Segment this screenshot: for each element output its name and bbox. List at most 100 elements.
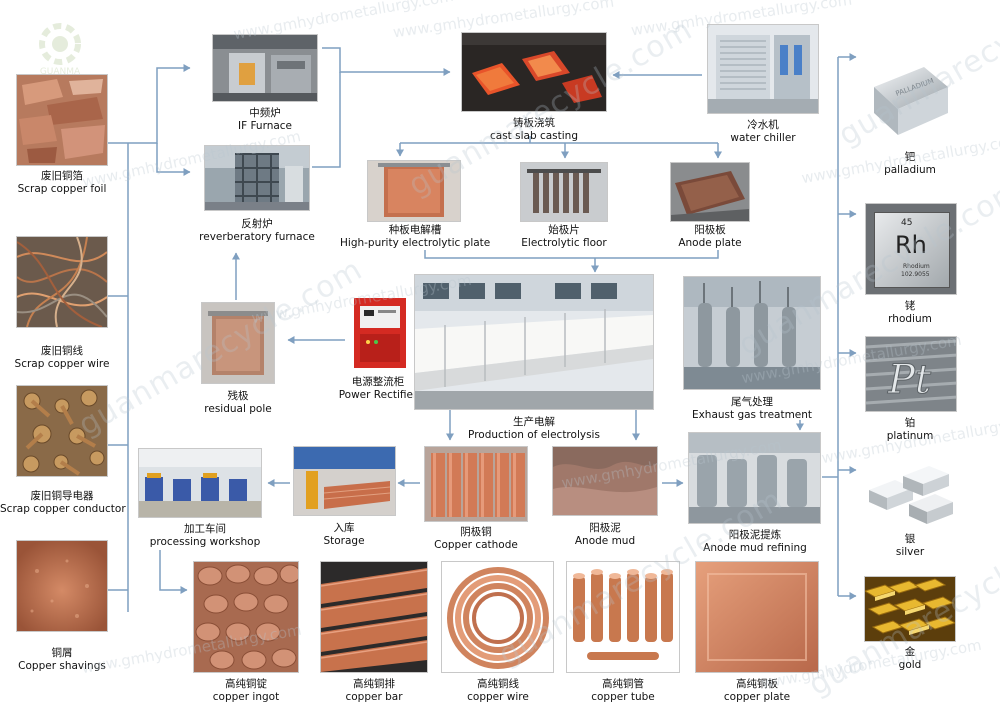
copper-tube-image	[566, 561, 680, 673]
label-zh: 始极片	[548, 224, 580, 236]
label-zh: 入库	[333, 522, 355, 534]
reverb-to-casting	[312, 72, 341, 168]
label-en: Anode plate	[678, 237, 742, 249]
label-zh: 尾气处理	[731, 396, 773, 408]
label-en: Anode mud refining	[703, 542, 807, 554]
label-en: rhodium	[888, 313, 932, 325]
label-en: copper tube	[591, 691, 655, 703]
label-zh: 铑	[904, 300, 916, 312]
label-en: water chiller	[730, 132, 796, 144]
copper-ingot-image	[193, 561, 299, 673]
label-zh: 铂	[904, 417, 916, 429]
processing-workshop-image	[138, 448, 262, 518]
storage-image	[293, 446, 396, 516]
rhodium-name: Rhodium	[903, 263, 930, 270]
anode-mud-refining-image	[688, 432, 821, 524]
label-zh: 高纯铜板	[736, 678, 778, 690]
scrap-copper-foil-image	[16, 74, 108, 166]
scrap-copper-wire-image	[16, 236, 108, 328]
residual-pole-image	[201, 302, 275, 384]
anode-plate-image	[670, 162, 750, 222]
platinum-image: Pt	[865, 336, 957, 412]
casting-split	[400, 136, 718, 156]
label-en: IF Furnace	[237, 120, 293, 132]
label-en: Exhaust gas treatment	[691, 409, 813, 421]
bus-to-if-furnace	[128, 64, 191, 144]
label-zh: 阴极铜	[460, 526, 492, 538]
silver-image	[865, 456, 957, 532]
rhodium-mass: 102.9055	[901, 271, 930, 278]
logo-text: GUANMA	[40, 67, 81, 76]
raw-material-bus	[107, 142, 129, 612]
copper-cathode-image	[424, 446, 528, 522]
starter-sheet-image	[520, 162, 608, 222]
label-en: Power Rectifier	[338, 389, 418, 401]
label-en: copper bar	[345, 691, 403, 703]
label-en: Scrap copper wire	[14, 358, 110, 370]
label-zh: 银	[904, 533, 916, 545]
label-zh: 种板电解槽	[388, 224, 442, 236]
water-chiller-image	[707, 24, 819, 114]
label-en: High-purity electrolytic plate	[340, 237, 491, 249]
exhaust-gas-image	[683, 276, 821, 390]
label-en: Copper shavings	[18, 660, 106, 672]
label-zh: 反射炉	[241, 218, 273, 230]
label-en: palladium	[884, 164, 936, 176]
rhodium-image: 45 Rh Rhodium 102.9055	[865, 203, 957, 295]
label-en: Production of electrolysis	[468, 429, 600, 441]
label-en: copper plate	[723, 691, 791, 703]
label-zh: 中频炉	[249, 107, 281, 119]
label-en: Copper cathode	[434, 539, 518, 551]
label-zh: 高纯铜锭	[225, 678, 267, 690]
label-zh: 加工车间	[184, 523, 226, 535]
label-en: gold	[898, 659, 922, 671]
label-zh: 金	[904, 646, 916, 658]
label-en: silver	[895, 546, 925, 558]
label-en: Scrap copper foil	[17, 183, 107, 195]
label-en: Electrolytic floor	[521, 237, 607, 249]
power-rectifier-image	[350, 296, 410, 370]
label-zh: 冷水机	[747, 119, 779, 131]
label-zh: 生产电解	[513, 416, 555, 428]
copper-wire-product-image	[441, 561, 554, 673]
label-en: Anode mud	[574, 535, 636, 547]
copper-bar-image	[320, 561, 428, 673]
precious-metal-bus	[822, 57, 839, 596]
label-zh: 铜屑	[51, 647, 73, 659]
copper-shavings-image	[16, 540, 108, 632]
label-zh: 残极	[227, 390, 249, 402]
scrap-copper-conductor-image	[16, 385, 108, 477]
label-en: cast slab casting	[490, 130, 578, 142]
workshop-to-products	[159, 550, 188, 594]
label-zh: 电源整流柜	[351, 376, 405, 388]
label-en: copper ingot	[212, 691, 280, 703]
label-zh: 高纯铜管	[602, 678, 644, 690]
copper-plate-image	[695, 561, 819, 673]
label-zh: 废旧铜线	[41, 345, 83, 357]
rhodium-atomic-number: 45	[901, 218, 913, 228]
if-furnace-image	[212, 34, 318, 102]
bus-to-reverb	[156, 143, 191, 176]
rhodium-element-tile: 45 Rh Rhodium 102.9055	[874, 212, 950, 288]
label-en: copper wire	[467, 691, 529, 703]
guanma-logo-icon: GUANMA	[39, 23, 81, 76]
casting-image	[461, 32, 607, 112]
anode-mud-image	[552, 446, 658, 516]
label-zh: 阳极泥提炼	[728, 529, 782, 541]
label-zh: 阳极板	[694, 224, 726, 236]
label-en: residual pole	[204, 403, 272, 415]
production-electrolysis-image	[414, 274, 654, 410]
label-zh: 废旧铜导电器	[30, 490, 94, 502]
label-zh: 废旧铜箔	[41, 170, 83, 182]
label-zh: 高纯铜线	[477, 678, 519, 690]
label-zh: 高纯铜排	[353, 678, 395, 690]
gold-image	[864, 576, 956, 642]
label-en: processing workshop	[149, 536, 261, 548]
if-to-casting	[322, 47, 451, 76]
label-zh: 铸板浇筑	[513, 117, 555, 129]
merge-to-production	[424, 250, 719, 272]
label-en: Storage	[323, 535, 365, 547]
palladium-image: PALLADIUM	[864, 57, 956, 149]
